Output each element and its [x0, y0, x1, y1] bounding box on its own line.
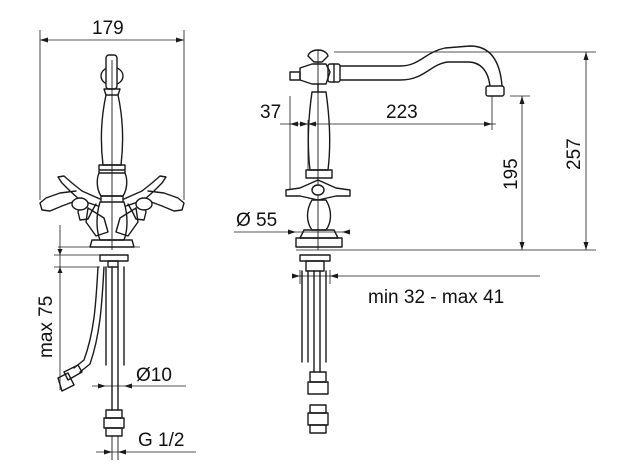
- side-under-counter: [299, 254, 331, 434]
- dim-223-label: 223: [386, 102, 418, 123]
- side-view: 37 223 195 257 Ø 55: [234, 45, 596, 434]
- dim-total-height: 257: [334, 51, 596, 250]
- dim-base-diameter: Ø 55: [234, 210, 350, 235]
- dim-d55-label: Ø 55: [236, 210, 277, 231]
- front-view: 179: [36, 18, 196, 460]
- dim-hose-length: max 75: [36, 225, 100, 390]
- dim-spout-height: 195: [501, 95, 530, 250]
- dim-spout-reach: 37 223: [260, 96, 496, 190]
- dim-counter-label: min 32 - max 41: [368, 287, 504, 308]
- dim-195-label: 195: [501, 158, 522, 190]
- side-top-lever: [289, 49, 331, 93]
- front-under-counter: [57, 254, 129, 460]
- side-body-column: [305, 50, 333, 250]
- front-base: [58, 201, 140, 248]
- spout: [327, 45, 505, 97]
- left-cross-handle: [39, 175, 109, 237]
- side-base: [295, 229, 343, 248]
- dim-37-label: 37: [260, 102, 281, 123]
- dim-shank-diameter: Ø10: [92, 365, 186, 389]
- top-lever: [100, 54, 124, 96]
- dim-179-label: 179: [92, 18, 124, 39]
- dim-connection-thread: G 1/2: [96, 430, 196, 455]
- dim-counter-thickness: min 32 - max 41: [292, 270, 540, 308]
- front-body-column: [96, 60, 128, 250]
- dim-max75-label: max 75: [36, 296, 57, 358]
- dim-257-label: 257: [564, 138, 585, 170]
- dim-width-front: 179: [39, 18, 185, 200]
- right-cross-handle: [115, 175, 185, 237]
- dim-d10-label: Ø10: [136, 365, 172, 386]
- dim-g12-label: G 1/2: [138, 430, 184, 451]
